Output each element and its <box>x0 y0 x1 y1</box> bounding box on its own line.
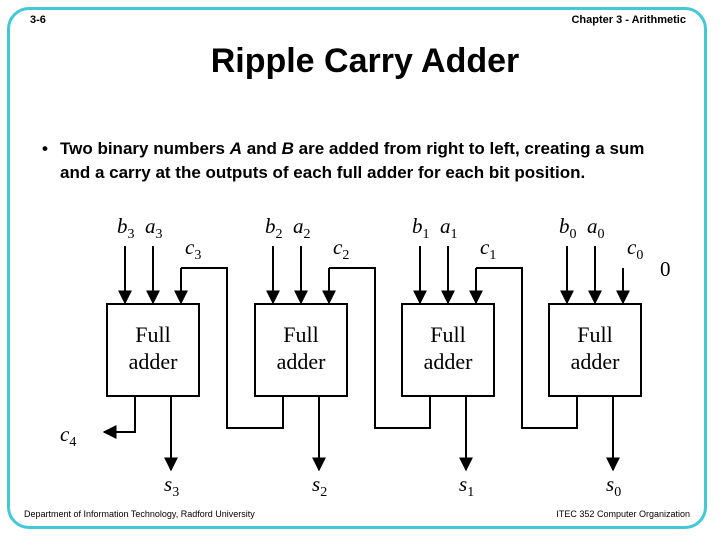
carry-chain-wire <box>329 267 431 429</box>
sum-label: s2 <box>312 472 327 500</box>
carry-chain-wire <box>476 267 578 429</box>
input-b-label: b2 <box>265 214 283 242</box>
input-a-label: a3 <box>145 214 163 242</box>
carry-in-label: c0 <box>627 235 643 263</box>
full-adder-label: Full <box>135 322 170 347</box>
full-adder-label: Full <box>577 322 612 347</box>
slide-border <box>7 7 707 529</box>
sum-label: s0 <box>606 472 621 500</box>
full-adder-box <box>254 303 348 397</box>
full-adder-box <box>401 303 495 397</box>
bullet-point: • Two binary numbers A and B are added f… <box>42 137 672 185</box>
carry-out-arrow <box>102 396 136 439</box>
full-adder-label: adder <box>277 349 327 374</box>
slide-number: 3-6 <box>30 14 46 26</box>
carry-in-label: c2 <box>333 235 349 263</box>
bullet-text-part: are added from right to left, creating a… <box>60 139 645 182</box>
carry-chain-wire <box>181 267 284 429</box>
bullet-text-part: Two binary numbers <box>60 139 230 158</box>
full-adder-label: Full <box>283 322 318 347</box>
input-a-label: a0 <box>587 214 605 242</box>
input-a-label: a2 <box>293 214 311 242</box>
chapter-title: Chapter 3 - Arithmetic <box>571 14 686 26</box>
bullet-text-part: and <box>242 139 282 158</box>
slide-title: Ripple Carry Adder <box>210 42 520 80</box>
input-b-label: b1 <box>412 214 430 242</box>
bullet-symbol: • <box>42 139 48 158</box>
carry-in-zero: 0 <box>660 257 671 281</box>
carry-in-label: c3 <box>185 235 201 263</box>
full-adder-label: adder <box>424 349 474 374</box>
footer-course: ITEC 352 Computer Organization <box>556 509 690 519</box>
variable-a: A <box>229 139 242 158</box>
sum-label: s1 <box>459 472 474 500</box>
sum-label: s3 <box>164 472 179 500</box>
wiring <box>102 246 630 472</box>
full-adder-label: adder <box>571 349 621 374</box>
input-b-label: b3 <box>117 214 135 242</box>
footer-department: Department of Information Technology, Ra… <box>24 509 255 519</box>
full-adder-box <box>106 303 200 397</box>
input-a-label: a1 <box>440 214 458 242</box>
carry-in-label: c1 <box>480 235 496 263</box>
full-adder-label: adder <box>129 349 179 374</box>
bullet-text: Two binary numbers A and B are added fro… <box>60 137 672 185</box>
full-adder-box <box>548 303 642 397</box>
variable-b: B <box>281 139 294 158</box>
carry-out-label: c4 <box>60 422 76 450</box>
signal-labels: b3 a3 c3 s3 b2 a2 c2 s2 b1 a1 c1 s1 b0 a0 c0 s0 c4 0 <box>60 214 671 500</box>
full-adder-label: Full <box>430 322 465 347</box>
input-b-label: b0 <box>559 214 577 242</box>
